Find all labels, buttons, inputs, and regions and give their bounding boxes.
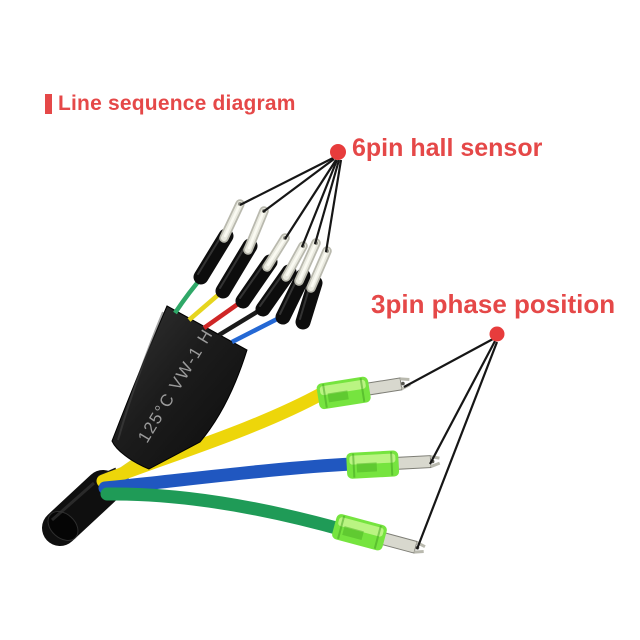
phase-connector-green (332, 514, 426, 554)
phase-wires (96, 386, 359, 538)
sleeve-sheen (117, 311, 164, 441)
pin-terminal (306, 246, 332, 293)
pin-terminal (219, 199, 245, 243)
pin-terminals (219, 199, 332, 293)
phase-callout-dot (489, 326, 505, 342)
pin-terminal (281, 241, 308, 282)
pin-terminal (294, 238, 321, 286)
cable-sheen (51, 481, 95, 522)
phase-connector-yellow (316, 376, 411, 410)
title-text: Line sequence diagram (58, 92, 296, 115)
phase-wire-yellow (96, 386, 330, 488)
hall-sensor-callout (239, 144, 346, 253)
phase-callout-lines (403, 338, 499, 550)
phase-callout (403, 326, 505, 550)
hall-callout-lines (239, 157, 343, 253)
phase-connector-blue (346, 450, 441, 479)
phase-wire-blue (98, 457, 359, 495)
pin-terminal (262, 233, 290, 272)
hall-sensor-label: 6pin hall sensor (352, 134, 543, 162)
phase-wire-green (100, 487, 354, 538)
hall-callout-dot (330, 144, 346, 160)
main-cable (42, 470, 121, 546)
diagram-title: Line sequence diagram (45, 92, 296, 116)
phase-position-label: 3pin phase position (371, 289, 616, 319)
phase-connectors (316, 376, 441, 554)
title-accent-bar (45, 94, 52, 114)
